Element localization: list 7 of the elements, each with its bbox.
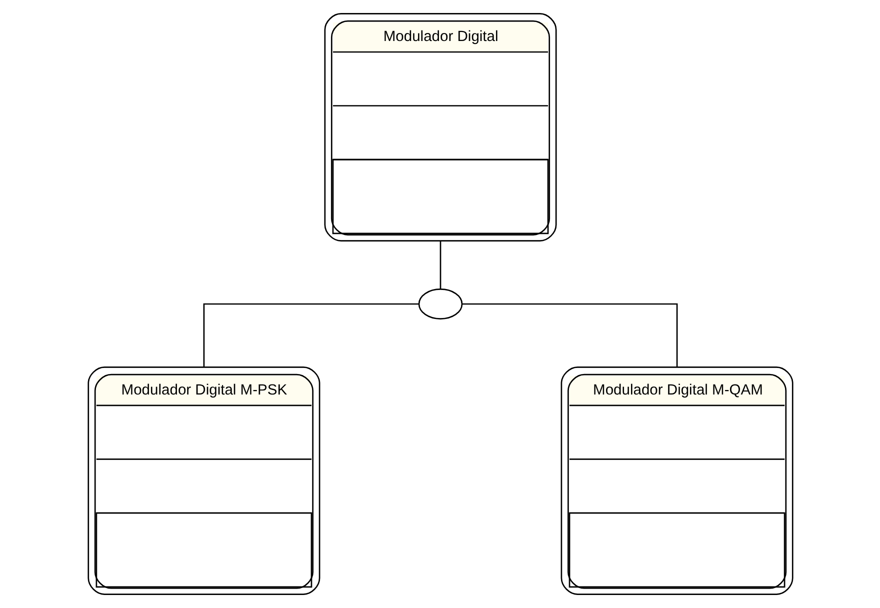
node-box: Modulador Digital M-QAM <box>560 366 793 595</box>
node-box: Modulador Digital M-PSK <box>87 366 320 595</box>
node-semicircle <box>418 288 462 320</box>
node-box: Modulador Digital <box>324 13 556 242</box>
connector <box>462 303 678 367</box>
connector <box>439 241 441 290</box>
connector <box>202 303 418 367</box>
